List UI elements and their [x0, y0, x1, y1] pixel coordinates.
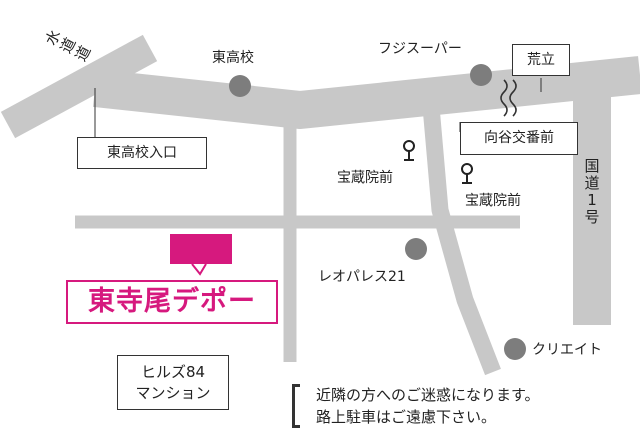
- higashi-koko-iriguchi-label: 東高校入口: [107, 145, 177, 161]
- create-marker: [504, 338, 526, 360]
- destination-box: 東寺尾デポー: [66, 280, 278, 324]
- vertical-road-center: [421, 94, 501, 376]
- fuji-super-label: フジスーパー: [378, 41, 462, 57]
- higashi-koko-marker: [229, 75, 251, 97]
- mukaiya-koban-mae-box: 向谷交番前: [460, 122, 578, 155]
- bus-stop-icon: [461, 163, 473, 184]
- aradachi-box: 荒立: [512, 44, 570, 76]
- route1-label: 国道1号: [584, 157, 600, 226]
- destination-label: 東寺尾デポー: [88, 286, 256, 317]
- leopalace-marker: [405, 238, 427, 260]
- hills84-line2: マンション: [135, 384, 211, 402]
- leopalace-label: レオパレス21: [318, 269, 406, 285]
- fuji-super-marker: [470, 64, 492, 86]
- hills84-line1: ヒルズ84: [140, 363, 206, 381]
- mukaiya-koban-mae-label: 向谷交番前: [484, 130, 554, 146]
- rail-break-mark: [500, 79, 517, 117]
- bus-stop-icon: [403, 140, 415, 161]
- higashi-koko-iriguchi-box: 東高校入口: [77, 137, 207, 169]
- hozoin-mae-label-1: 宝蔵院前: [337, 170, 393, 186]
- hills84-box: ヒルズ84 マンション: [117, 355, 229, 410]
- notice-line2: 路上駐車はご遠慮下さい。: [316, 408, 497, 426]
- main-road-upper: [92, 56, 640, 129]
- destination-marker: [170, 234, 232, 276]
- notice-line1: 近隣の方へのご迷惑になります。: [316, 386, 540, 404]
- notice-bracket: [292, 384, 300, 428]
- hozoin-mae-label-2: 宝蔵院前: [465, 193, 521, 209]
- higashi-koko-label: 東高校: [212, 50, 254, 66]
- suido-road: [0, 34, 158, 139]
- aradachi-label: 荒立: [527, 52, 555, 68]
- create-label: クリエイト: [532, 342, 602, 358]
